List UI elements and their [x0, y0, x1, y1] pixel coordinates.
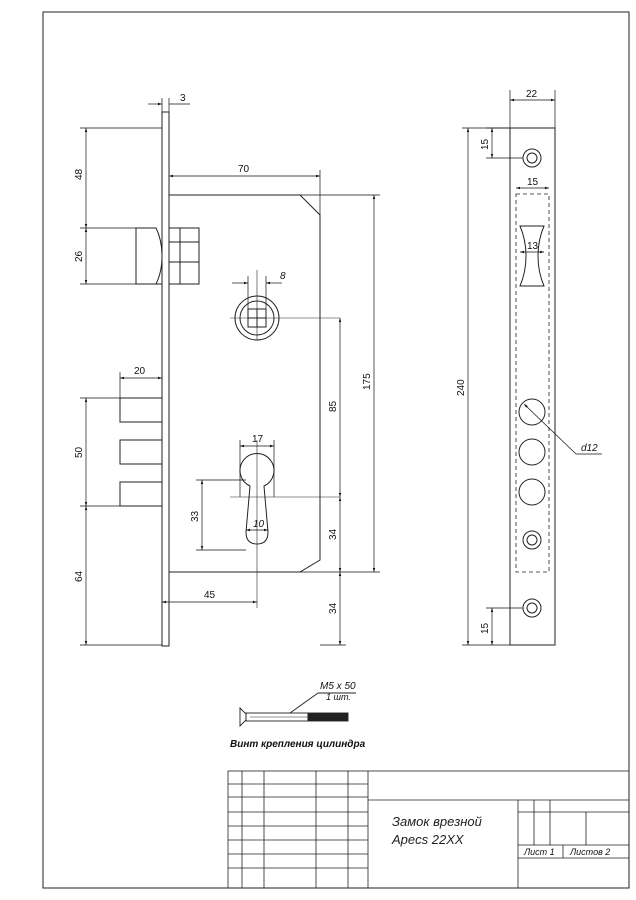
dim-cylinder-height: 33	[190, 510, 201, 522]
dim-cylinder-small: 10	[253, 519, 265, 530]
title-name-line2: Apecs 22XX	[391, 832, 465, 847]
dim-strike-latch-hole: 13	[527, 241, 539, 252]
dim-lower-extension: 34	[328, 602, 339, 614]
deadbolt-3	[119, 481, 163, 507]
dim-bolt-block: 50	[74, 446, 85, 458]
dim-strike-bottom-hole: 15	[480, 622, 491, 634]
cylinder-screw	[239, 692, 356, 728]
faceplate	[161, 111, 170, 647]
dim-strike-cutout-width: 15	[527, 177, 539, 188]
title-block	[227, 770, 630, 889]
dim-strike-length: 240	[456, 379, 467, 396]
dim-spindle-square: 8	[280, 271, 286, 282]
lock-body	[119, 111, 321, 647]
dim-bolt-projection: 20	[134, 366, 146, 377]
drawing-frame	[42, 11, 630, 889]
dim-faceplate: 3	[180, 93, 186, 104]
title-sheet: Лист 1	[523, 847, 555, 857]
dim-cylinder-to-bottom: 34	[328, 528, 339, 540]
lock-case	[169, 194, 321, 573]
dim-body-height: 175	[362, 373, 373, 390]
screw-spec: M5 x 50	[320, 681, 356, 692]
deadbolt-2	[119, 439, 163, 465]
dim-bottom-distance: 64	[74, 570, 85, 582]
dim-top-to-latch: 48	[74, 168, 85, 180]
deadbolt-1	[119, 397, 163, 423]
latch-bolt	[135, 227, 163, 285]
screw-qty: 1 шт.	[326, 692, 351, 702]
dim-latch-height: 26	[74, 250, 85, 262]
screw-caption: Винт крепления цилиндра	[230, 739, 366, 750]
cylinder-cutout	[239, 453, 275, 545]
dim-cylinder-width: 17	[252, 434, 264, 445]
dim-spindle-to-cylinder: 85	[328, 400, 339, 412]
strike-pocket	[515, 193, 550, 573]
title-name-line1: Замок врезной	[392, 814, 482, 829]
dim-backset: 45	[204, 590, 216, 601]
title-sheets: Листов 2	[569, 847, 610, 857]
strike-plate	[509, 127, 556, 646]
dim-body-width: 70	[238, 164, 250, 175]
dim-bolt-hole-diameter: d12	[581, 443, 598, 454]
dim-strike-top-hole: 15	[480, 138, 491, 150]
dim-strike-width: 22	[526, 89, 538, 100]
